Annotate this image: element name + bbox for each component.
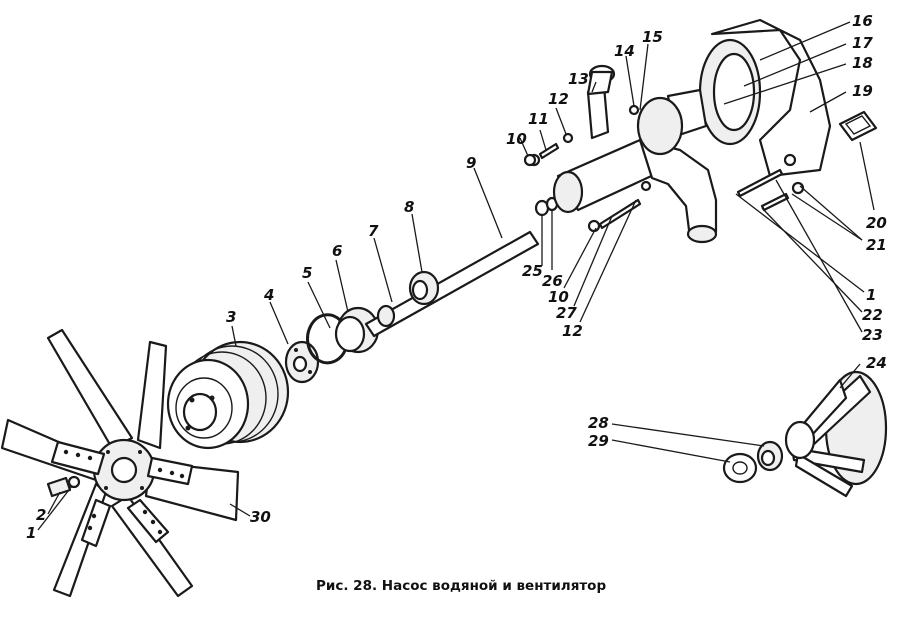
retaining-ring-part-5 — [306, 313, 348, 365]
label-6: 6 — [332, 242, 342, 260]
part-number-labels: 1 2 3 4 5 6 7 8 9 10 11 12 13 14 15 16 1… — [26, 12, 887, 542]
label-7: 7 — [368, 222, 379, 240]
label-3: 3 — [226, 308, 236, 326]
label-13: 13 — [568, 70, 589, 88]
seal-part-25-26 — [534, 196, 559, 217]
label-29: 29 — [588, 432, 609, 450]
hub-part-4 — [284, 340, 320, 384]
label-1a: 1 — [26, 524, 36, 542]
label-19: 19 — [852, 82, 873, 100]
label-25: 25 — [522, 262, 543, 280]
figure-caption: Рис. 28. Насос водяной и вентилятор — [316, 578, 606, 594]
label-12a: 12 — [548, 90, 569, 108]
bolt-part-22 — [736, 168, 790, 212]
label-22: 22 — [862, 306, 883, 324]
label-26: 26 — [542, 272, 563, 290]
bearing-part-8 — [408, 270, 440, 306]
leader-lines — [37, 21, 875, 531]
label-11: 11 — [528, 110, 549, 128]
gasket-part-20 — [838, 110, 878, 142]
label-17: 17 — [852, 34, 873, 52]
impeller-part-24 — [784, 370, 888, 498]
nut-part-10 — [523, 153, 537, 167]
label-10a: 10 — [506, 130, 527, 148]
label-9: 9 — [466, 154, 476, 172]
seal-ring-part-28 — [756, 440, 784, 472]
label-14: 14 — [614, 42, 635, 60]
label-16: 16 — [852, 12, 873, 30]
label-24: 24 — [866, 354, 887, 372]
label-20: 20 — [866, 214, 887, 232]
label-15: 15 — [642, 28, 663, 46]
label-18: 18 — [852, 54, 873, 72]
pulley-part-3 — [166, 340, 290, 450]
label-2: 2 — [36, 506, 46, 524]
coupling-part-6 — [334, 306, 380, 354]
label-12b: 12 — [562, 322, 583, 340]
label-1b: 1 — [866, 286, 876, 304]
label-28: 28 — [588, 414, 609, 432]
bolt-set-part-27 — [587, 198, 642, 233]
washer-part-29 — [722, 452, 758, 484]
pump-housing — [552, 64, 718, 244]
shaft-part-9 — [364, 230, 540, 338]
nut-part-21 — [783, 153, 805, 195]
impeller-housing-part-16-19 — [636, 18, 832, 178]
label-4: 4 — [263, 286, 274, 304]
label-27: 27 — [556, 304, 577, 322]
label-8: 8 — [404, 198, 414, 216]
label-10b: 10 — [548, 288, 569, 306]
label-30: 30 — [250, 508, 271, 526]
label-23: 23 — [862, 326, 883, 344]
label-21: 21 — [866, 236, 887, 254]
fan-impeller-part-30 — [0, 328, 240, 598]
label-5: 5 — [302, 264, 312, 282]
bolt-part-14 — [628, 104, 640, 116]
washer-part-12 — [562, 132, 574, 144]
